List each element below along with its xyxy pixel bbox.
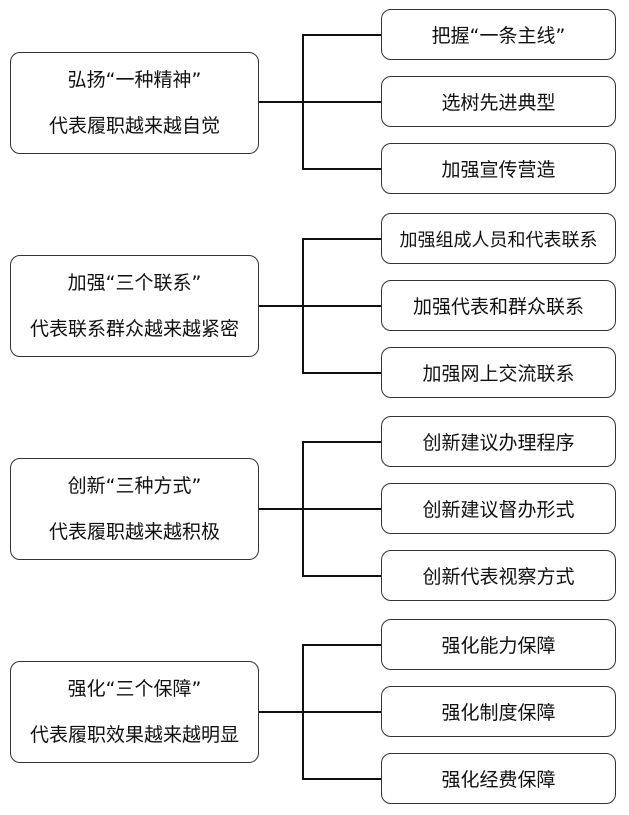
group-1-connector — [259, 101, 303, 103]
group-1-title: 弘扬“一种精神” — [67, 69, 202, 91]
group-3-item-2: 创新建议督办形式 — [381, 483, 616, 534]
group-3-box: 创新“三种方式” 代表履职越来越积极 — [10, 458, 259, 560]
group-1-subtitle: 代表履职越来越自觉 — [48, 115, 220, 137]
group-3-branch-1 — [302, 441, 381, 443]
group-3-branch-2 — [302, 508, 381, 510]
group-2-branch-1 — [302, 238, 381, 240]
group-1-item-3: 加强宣传营造 — [381, 143, 616, 194]
group-4-item-1: 强化能力保障 — [381, 619, 616, 670]
group-3-item-1: 创新建议办理程序 — [381, 416, 616, 467]
group-3-branch-3 — [302, 575, 381, 577]
group-2-title: 加强“三个联系” — [67, 272, 202, 294]
group-4-branch-1 — [302, 644, 381, 646]
group-2-branch-2 — [302, 305, 381, 307]
group-4-subtitle: 代表履职效果越来越明显 — [29, 724, 239, 746]
group-4-item-3: 强化经费保障 — [381, 753, 616, 804]
group-1-box: 弘扬“一种精神” 代表履职越来越自觉 — [10, 52, 259, 154]
group-4-connector — [259, 711, 303, 713]
group-2-item-1: 加强组成人员和代表联系 — [381, 213, 616, 264]
group-3-item-3: 创新代表视察方式 — [381, 550, 616, 601]
group-2-subtitle: 代表联系群众越来越紧密 — [29, 318, 239, 340]
group-2-connector — [259, 305, 303, 307]
group-3-title: 创新“三种方式” — [67, 475, 202, 497]
group-1-branch-3 — [302, 168, 381, 170]
group-4-title: 强化“三个保障” — [67, 678, 202, 700]
group-1-item-2: 选树先进典型 — [381, 76, 616, 127]
group-3-connector — [259, 508, 303, 510]
group-2-item-2: 加强代表和群众联系 — [381, 280, 616, 331]
group-1-item-1: 把握“一条主线” — [381, 9, 616, 60]
group-3-subtitle: 代表履职越来越积极 — [48, 521, 220, 543]
group-4-branch-3 — [302, 778, 381, 780]
group-1-branch-1 — [302, 34, 381, 36]
group-4-branch-2 — [302, 711, 381, 713]
group-2-item-3: 加强网上交流联系 — [381, 347, 616, 398]
group-4-box: 强化“三个保障” 代表履职效果越来越明显 — [10, 661, 259, 763]
group-4-item-2: 强化制度保障 — [381, 686, 616, 737]
group-2-branch-3 — [302, 372, 381, 374]
group-1-branch-2 — [302, 101, 381, 103]
group-2-box: 加强“三个联系” 代表联系群众越来越紧密 — [10, 255, 259, 357]
